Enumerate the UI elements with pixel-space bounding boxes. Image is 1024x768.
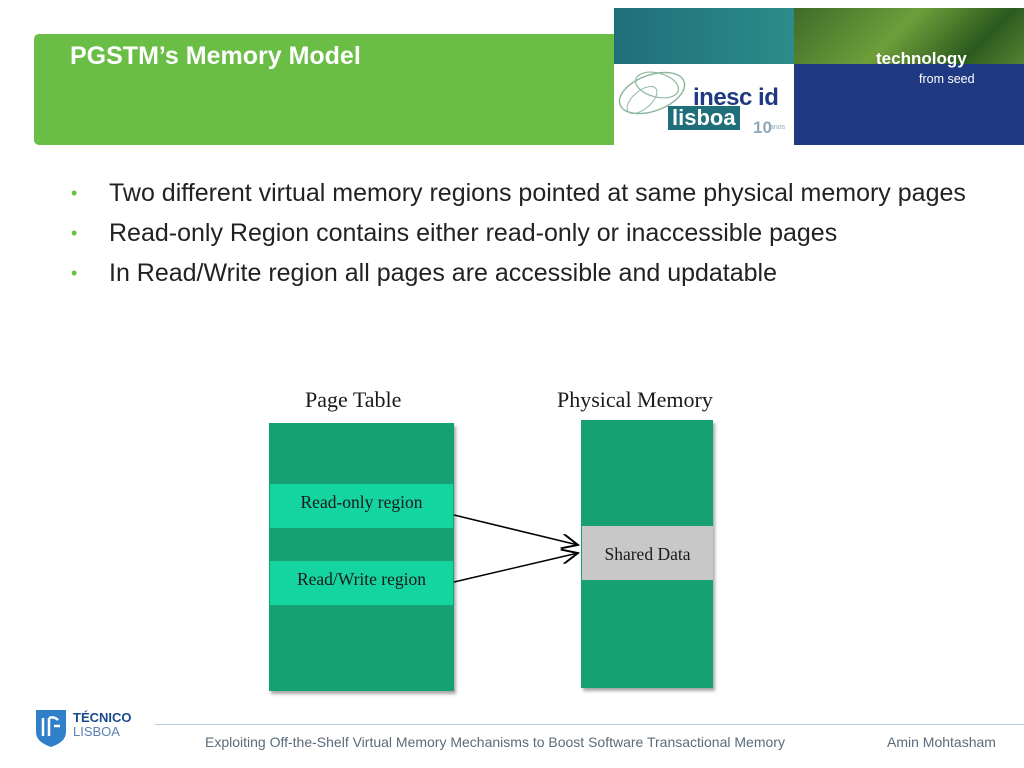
bullet-dot-icon: • bbox=[71, 223, 78, 243]
bullet-item: • Read-only Region contains either read-… bbox=[68, 216, 968, 251]
institution-name: TÉCNICO bbox=[73, 710, 132, 725]
brand-navy-block bbox=[794, 64, 1024, 145]
institution-city: LISBOA bbox=[73, 724, 120, 739]
brand-panel bbox=[614, 8, 1024, 145]
tecnico-shield-icon bbox=[36, 710, 66, 747]
inesc-swirl-icon bbox=[618, 71, 686, 115]
bullet-text: In Read/Write region all pages are acces… bbox=[109, 259, 778, 287]
lisboa-logo: lisboa bbox=[668, 106, 740, 130]
slide-title: PGSTM’s Memory Model bbox=[70, 42, 361, 70]
brand-stripe bbox=[614, 8, 814, 64]
bullet-dot-icon: • bbox=[71, 263, 78, 283]
footer-author: Amin Mohtasham bbox=[887, 734, 996, 750]
read-only-region: Read-only region bbox=[270, 484, 453, 528]
page-table-label: Page Table bbox=[305, 387, 402, 412]
read-only-arrow bbox=[453, 514, 578, 545]
tagline-main: technology bbox=[876, 49, 967, 68]
tagline-sub: from seed bbox=[919, 72, 975, 86]
read-write-arrow bbox=[453, 553, 578, 583]
tecnico-logo-text: TÉCNICO LISBOA bbox=[73, 711, 132, 739]
physical-memory-label: Physical Memory bbox=[557, 387, 713, 412]
bullet-item: • Two different virtual memory regions p… bbox=[68, 176, 968, 211]
shared-data-block: Shared Data bbox=[582, 526, 713, 580]
bullet-list: • Two different virtual memory regions p… bbox=[68, 176, 968, 296]
bullet-text: Two different virtual memory regions poi… bbox=[109, 179, 966, 207]
anniversary-word: anos bbox=[770, 124, 786, 131]
footer-presentation-title: Exploiting Off-the-Shelf Virtual Memory … bbox=[205, 734, 785, 750]
footer-divider bbox=[155, 724, 1024, 725]
page-table-box bbox=[269, 423, 454, 691]
bullet-dot-icon: • bbox=[71, 183, 78, 203]
anniversary-number: 10 bbox=[753, 118, 772, 137]
bullet-item: • In Read/Write region all pages are acc… bbox=[68, 256, 968, 291]
bullet-text: Read-only Region contains either read-on… bbox=[109, 219, 838, 247]
read-write-region: Read/Write region bbox=[270, 561, 453, 605]
